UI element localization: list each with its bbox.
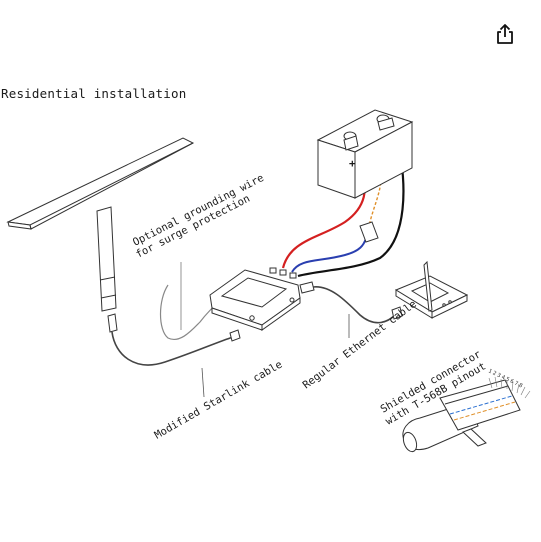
grounding-wire bbox=[159, 284, 219, 340]
ethernet-cable bbox=[312, 286, 396, 324]
poe-box bbox=[209, 267, 315, 331]
starlink-dish bbox=[6, 137, 195, 333]
share-button[interactable] bbox=[494, 22, 516, 46]
diagram-title: Residential installation bbox=[1, 86, 187, 101]
battery bbox=[316, 109, 414, 199]
grounding-label-line1: Optional grounding wire bbox=[131, 172, 266, 249]
black-wire bbox=[297, 127, 405, 278]
battery-plus-label: + bbox=[349, 157, 356, 170]
blue-wire bbox=[291, 237, 367, 273]
starlink-cable-label: Modified Starlink cable bbox=[153, 359, 285, 442]
share-icon bbox=[497, 24, 513, 44]
starlink-cable bbox=[111, 331, 234, 366]
router bbox=[394, 260, 469, 319]
rj45-connector bbox=[402, 379, 521, 453]
ethernet-cable-label: Regular Ethernet cable bbox=[301, 298, 419, 391]
